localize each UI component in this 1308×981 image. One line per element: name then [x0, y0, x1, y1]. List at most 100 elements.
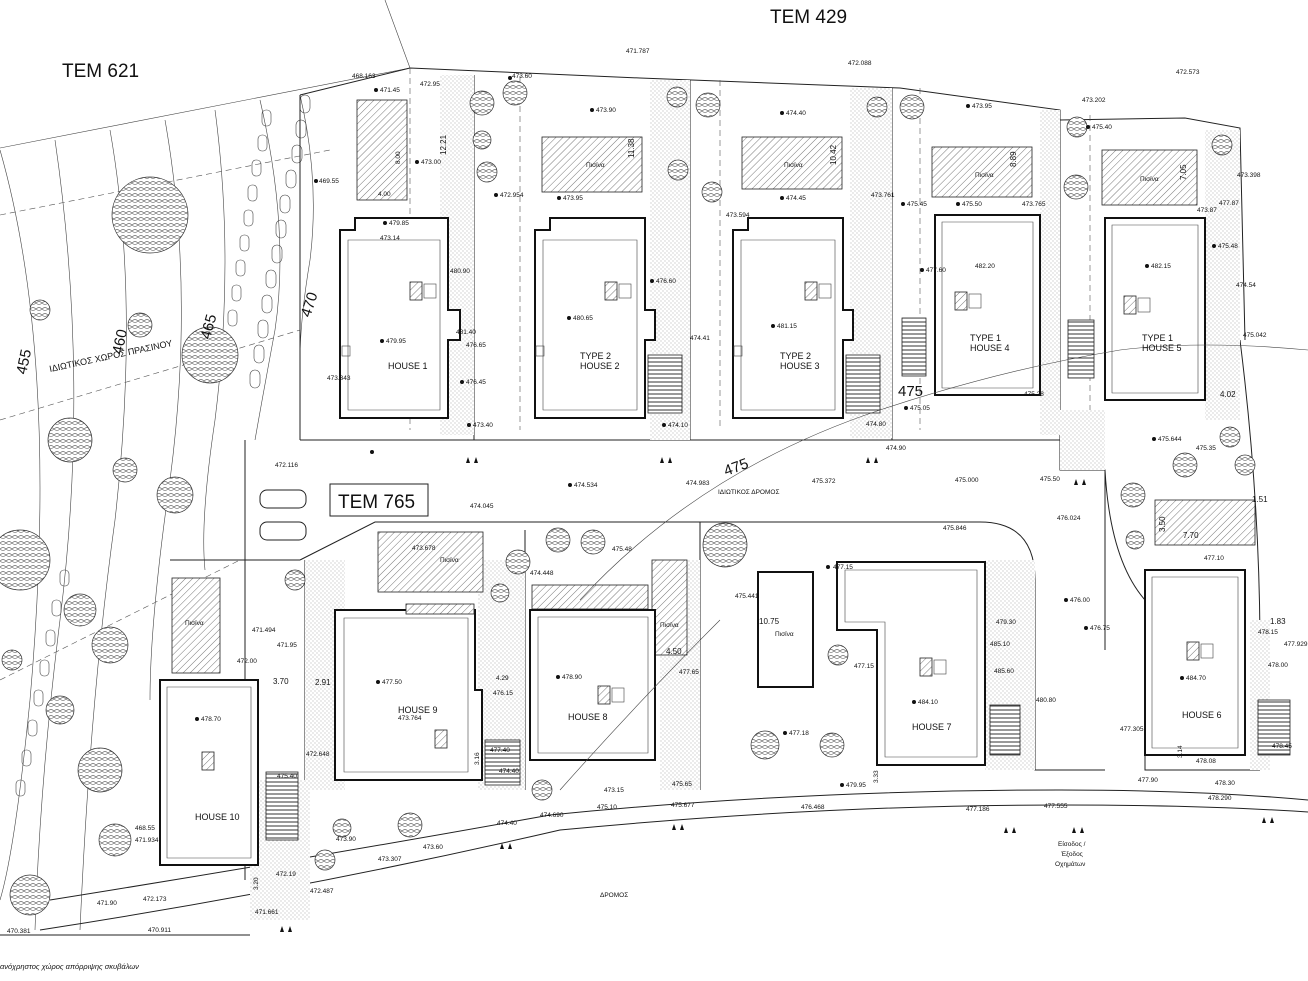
house-1: [339, 217, 461, 419]
level: 479.95: [386, 338, 406, 345]
green-area: [0, 0, 411, 931]
dimension: 4.29: [496, 675, 509, 682]
trees-bottom: [284, 522, 849, 871]
level-marker-symbols: [195, 76, 1216, 787]
house-2: [534, 217, 683, 419]
level: 474.448: [530, 570, 554, 577]
dimension: 1.83: [1270, 617, 1286, 626]
level: 471.45: [380, 87, 400, 94]
level: 477.50: [382, 679, 402, 686]
lot-box-tem765: [329, 483, 429, 517]
house-1-label: HOUSE 1: [388, 361, 428, 371]
house-5: [1067, 217, 1206, 401]
level: 477.40: [490, 747, 510, 754]
house-5-type: TYPE 1: [1142, 333, 1173, 343]
level: 473.90: [596, 107, 616, 114]
lot-label-tem621: TEM 621: [62, 61, 139, 82]
level: 474.045: [470, 503, 494, 510]
entrance-label-2: Έξοδος: [1060, 851, 1083, 858]
level: 471.90: [97, 900, 117, 907]
level: 477.90: [1138, 777, 1158, 784]
level: 475.45: [907, 201, 927, 208]
entrance-markers: [280, 457, 1274, 932]
pool-label: Πισίνα: [1140, 175, 1159, 183]
level: 473.90: [336, 836, 356, 843]
level: 474.40: [497, 820, 517, 827]
level: 481.15: [777, 323, 797, 330]
dimension: 11.38: [627, 138, 636, 158]
level: 476.00: [1070, 597, 1090, 604]
level: 473.307: [378, 856, 402, 863]
entrance-label-1: Είσοδος /: [1058, 840, 1086, 848]
footnote: ανόχρηστος χώρος απόρριψης σκυβάλων: [0, 962, 139, 971]
level: 473.765: [1022, 201, 1046, 208]
level: 471.661: [255, 909, 279, 916]
level: 471.95: [277, 642, 297, 649]
private-road-label: ΙΔΙΩΤΙΚΟΣ ΔΡΟΜΟΣ: [718, 489, 779, 496]
dimension: 3.50: [1158, 516, 1167, 532]
dimension: 12.21: [439, 134, 448, 155]
level: 477.15: [833, 564, 853, 571]
level: 477.87: [1219, 200, 1239, 207]
level: 469.55: [319, 178, 339, 185]
dimension: 7.05: [1179, 164, 1188, 180]
dimension: 1.51: [1252, 495, 1268, 504]
level: 474.40: [786, 110, 806, 117]
level: 476.65: [466, 342, 486, 349]
level: 479.95: [846, 782, 866, 789]
level: 475.40: [277, 773, 297, 780]
level: 475.65: [672, 781, 692, 788]
level: 476.75: [1090, 625, 1110, 632]
level: 468.163: [352, 73, 376, 80]
level: 477.929: [1284, 641, 1308, 648]
level: 481.40: [456, 329, 476, 336]
level: 475.441: [735, 593, 759, 600]
house-6-label: HOUSE 6: [1182, 710, 1222, 720]
level: 473.95: [972, 103, 992, 110]
level: 473.594: [726, 212, 750, 219]
road-label: ΔΡΟΜΟΣ: [600, 892, 628, 899]
contour-label: 455: [13, 348, 35, 376]
pool-label: Πισίνα: [586, 161, 605, 169]
house-10: [159, 679, 299, 866]
house-6: [1144, 569, 1291, 756]
level: 472.487: [310, 888, 334, 895]
level: 478.00: [1268, 662, 1288, 669]
level: 475.48: [1218, 243, 1238, 250]
level: 478.90: [562, 674, 582, 681]
trees-left: [0, 176, 239, 916]
lot-label-tem765: TEM 765: [338, 492, 415, 513]
house-9-label: HOUSE 9: [398, 705, 438, 715]
level: 475.50: [962, 201, 982, 208]
level: 473.202: [1082, 97, 1106, 104]
cars: [259, 489, 307, 541]
level: 474.54: [1236, 282, 1256, 289]
house-3-label: HOUSE 3: [780, 361, 820, 371]
level: 476.468: [801, 804, 825, 811]
level: 477.15: [854, 663, 874, 670]
level: 485.10: [990, 641, 1010, 648]
dimension: 4.50: [666, 647, 682, 656]
house-2-label: HOUSE 2: [580, 361, 620, 371]
level: 482.20: [975, 263, 995, 270]
level: 475.50: [1040, 476, 1060, 483]
level: 478.08: [1196, 758, 1216, 765]
level: 474.40: [499, 768, 519, 775]
level: 473.14: [380, 235, 400, 242]
house-3-type: TYPE 2: [780, 351, 811, 361]
level: 474.80: [866, 421, 886, 428]
house-7: [836, 561, 1021, 766]
entrance-label-3: Οχημάτων: [1055, 860, 1085, 868]
contour-label: 475: [898, 383, 923, 400]
level: 476.60: [656, 278, 676, 285]
level: 470.911: [148, 927, 171, 934]
house-8: [529, 609, 656, 761]
level: 471.787: [626, 48, 650, 55]
house-10-label: HOUSE 10: [195, 812, 240, 822]
level: 474.983: [686, 480, 710, 487]
level: 474.690: [540, 812, 564, 819]
level: 480.90: [450, 268, 470, 275]
level: 473.60: [512, 73, 532, 80]
contour-label: 460: [109, 328, 131, 356]
house-4-type: TYPE 1: [970, 333, 1001, 343]
